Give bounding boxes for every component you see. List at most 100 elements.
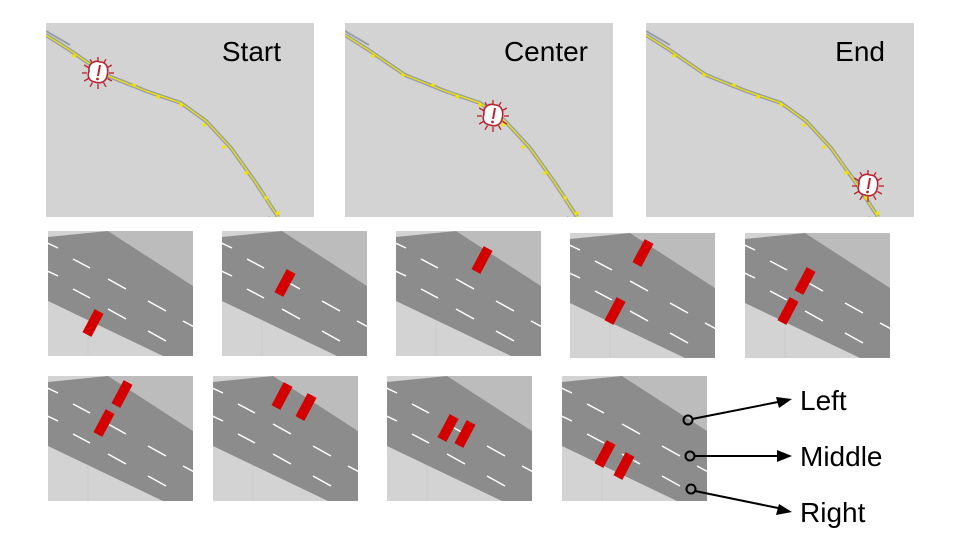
branch-road <box>868 216 871 217</box>
lane-marking <box>272 453 292 465</box>
lane-marking <box>745 244 756 251</box>
obstacle-block <box>471 246 493 274</box>
branch-road <box>46 30 71 46</box>
route-point <box>756 95 760 99</box>
map-background <box>345 23 613 217</box>
road-tile <box>48 231 193 356</box>
lane-marking <box>696 465 707 473</box>
lane-label-left: Left <box>800 385 847 416</box>
marker-exclamation <box>492 108 496 119</box>
lane-marking <box>661 475 681 487</box>
route-point <box>431 83 435 87</box>
lane-marking <box>411 433 430 444</box>
map-background <box>46 23 314 217</box>
lane-marking <box>745 272 756 279</box>
route-point <box>156 95 160 99</box>
lane-marking <box>411 403 430 414</box>
map-panel-center: Center <box>345 23 613 217</box>
lane-point-middle <box>684 450 696 462</box>
panel-label-start: Start <box>222 36 281 67</box>
road-shoulder <box>447 376 532 431</box>
route-point <box>732 83 736 87</box>
lane-marking <box>396 242 407 249</box>
road-surface <box>48 376 193 501</box>
lane-marking <box>72 288 91 299</box>
warning-exclamation-icon <box>82 57 114 89</box>
lane-marking <box>769 260 788 271</box>
route-point <box>864 196 868 200</box>
route-point <box>264 196 268 200</box>
lane-marking <box>312 445 332 457</box>
lane-arrowhead-left <box>776 397 792 408</box>
road-surface <box>213 376 358 501</box>
route-point <box>478 103 482 107</box>
lane-arrow-right <box>694 490 779 509</box>
lane-marking <box>213 387 224 394</box>
marker-spike <box>484 125 489 131</box>
lane-marking <box>356 320 367 328</box>
lane-marking <box>147 300 167 312</box>
lane-marking <box>844 302 864 314</box>
lane-marking <box>147 330 167 342</box>
obstacle-block <box>454 420 476 448</box>
lane-marking <box>420 258 439 269</box>
lane-marking <box>879 322 890 330</box>
lane-marking <box>237 403 256 414</box>
marker-spike <box>853 190 859 195</box>
lane-marking <box>446 453 466 465</box>
road-tile <box>570 233 715 358</box>
lane-marking <box>521 465 532 473</box>
obstacle-block <box>295 393 317 421</box>
obstacle-block <box>437 414 459 442</box>
marker-spike <box>853 177 859 182</box>
lane-marking <box>570 244 581 251</box>
route-point <box>702 73 706 77</box>
lane-marking <box>182 465 193 473</box>
warning-exclamation-icon <box>852 170 884 202</box>
lane-marking <box>107 308 127 320</box>
marker-spike <box>102 82 107 88</box>
route-point <box>202 123 206 127</box>
map-panel-start: Start <box>46 23 314 217</box>
lane-marking <box>495 330 515 342</box>
route-point <box>844 171 848 175</box>
route-point <box>222 145 226 149</box>
marker-spike <box>877 177 883 182</box>
lane-point-right <box>685 483 697 495</box>
lane-marking <box>420 288 439 299</box>
road-shoulder <box>108 231 193 286</box>
lane-marking <box>562 415 573 422</box>
lane-marking <box>804 310 824 322</box>
obstacle-block <box>594 440 616 468</box>
lane-marking <box>182 320 193 328</box>
lane-marking <box>669 302 689 314</box>
panel-label-end: End <box>835 36 885 67</box>
road-surface <box>396 231 541 356</box>
lane-arrow-left <box>691 401 779 420</box>
route-point <box>501 123 505 127</box>
lane-marking <box>594 260 613 271</box>
route-point <box>543 171 547 175</box>
lane-pointer-middle: Middle <box>684 441 882 472</box>
lane-marking <box>48 242 59 249</box>
route-line <box>46 34 279 217</box>
road-tile <box>396 231 541 356</box>
lane-marking <box>769 290 788 301</box>
marker-spike <box>502 120 508 125</box>
lane-marking <box>237 433 256 444</box>
lane-marking <box>107 423 127 435</box>
route-point <box>822 145 826 149</box>
lane-marking <box>107 453 127 465</box>
route-point <box>276 211 280 215</box>
branch-road <box>567 216 570 217</box>
obstacle-block <box>794 267 816 295</box>
road-tile <box>213 376 358 501</box>
marker-spike <box>859 195 864 201</box>
road-tile <box>222 231 367 356</box>
map-panel-end: End <box>646 23 914 217</box>
lane-marking <box>222 242 233 249</box>
road-tiles <box>48 231 890 501</box>
lane-marking <box>48 270 59 277</box>
marker-spike <box>877 190 883 195</box>
